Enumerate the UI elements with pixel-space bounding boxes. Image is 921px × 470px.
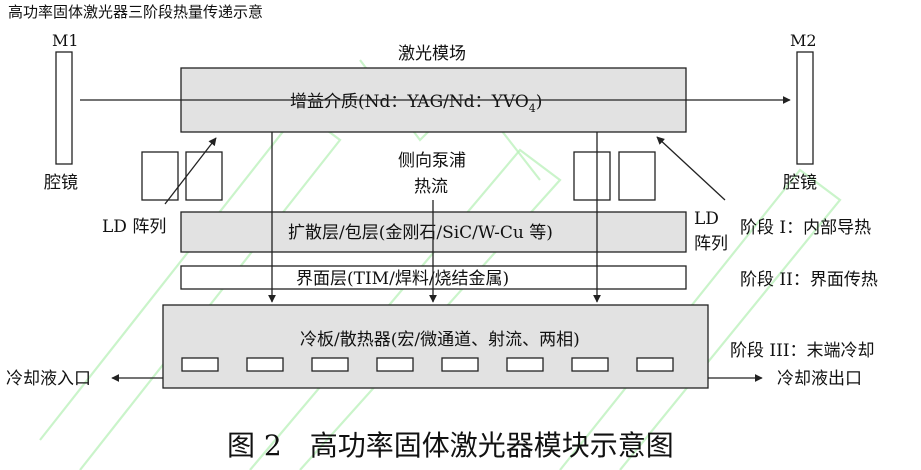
channel [311, 357, 349, 372]
stage-1-label: 阶段 I：内部导热 [740, 218, 871, 238]
cold-plate-label: 冷板/散热器(宏/微通道、射流、两相) [300, 330, 580, 350]
stage-3-label: 阶段 III：末端冷却 [730, 341, 875, 361]
ld-array-right-label-1: LD [694, 209, 719, 229]
channel [441, 357, 479, 372]
interface-layer-label: 界面层(TIM/焊料/烧结金属) [296, 269, 509, 289]
channel [571, 357, 609, 372]
gain-medium-subscript: 4 [529, 102, 536, 115]
cold-plate-channels [181, 357, 674, 372]
ld-diode-right-2 [618, 151, 656, 201]
diffusion-layer-label: 扩散层/包层(金刚石/SiC/W-Cu 等) [288, 223, 553, 243]
side-pump-label: 侧向泵浦 [398, 151, 466, 171]
laser-mode-label: 激光模场 [398, 44, 466, 64]
channel [506, 357, 544, 372]
heat-flow-label: 热流 [414, 177, 448, 197]
coolant-inlet-label: 冷却液入口 [6, 369, 91, 389]
ld-array-right-label-2: 阵列 [694, 234, 728, 254]
stage-2-label: 阶段 II：界面传热 [740, 270, 878, 290]
channel [376, 357, 414, 372]
pump-arrow-right [656, 136, 726, 201]
mirror-right-caption: 腔镜 [783, 173, 817, 193]
mirror-left-caption: 腔镜 [44, 173, 78, 193]
channel [636, 357, 674, 372]
ld-diode-left-2 [185, 151, 223, 201]
cold-plate-box [162, 304, 709, 389]
channel [181, 357, 219, 372]
figure-caption: 图 2 高功率固体激光器模块示意图 [227, 429, 674, 462]
ld-diode-right-1 [573, 151, 611, 201]
ld-diode-left-1 [141, 151, 179, 201]
pump-arrow-left [164, 137, 217, 205]
mirror-right-label: M2 [790, 31, 817, 50]
gain-medium-label: 增益介质(Nd：YAG/Nd：YVO4) [290, 92, 542, 115]
top-title: 高功率固体激光器三阶段热量传递示意 [8, 3, 263, 21]
mirror-left-label: M1 [52, 31, 79, 50]
coolant-outlet-label: 冷却液出口 [777, 369, 862, 389]
channel [246, 357, 284, 372]
gain-medium-close: ) [536, 92, 543, 112]
mirror-left [55, 51, 73, 165]
ld-array-left-label: LD 阵列 [102, 217, 166, 237]
mirror-right [796, 51, 814, 165]
